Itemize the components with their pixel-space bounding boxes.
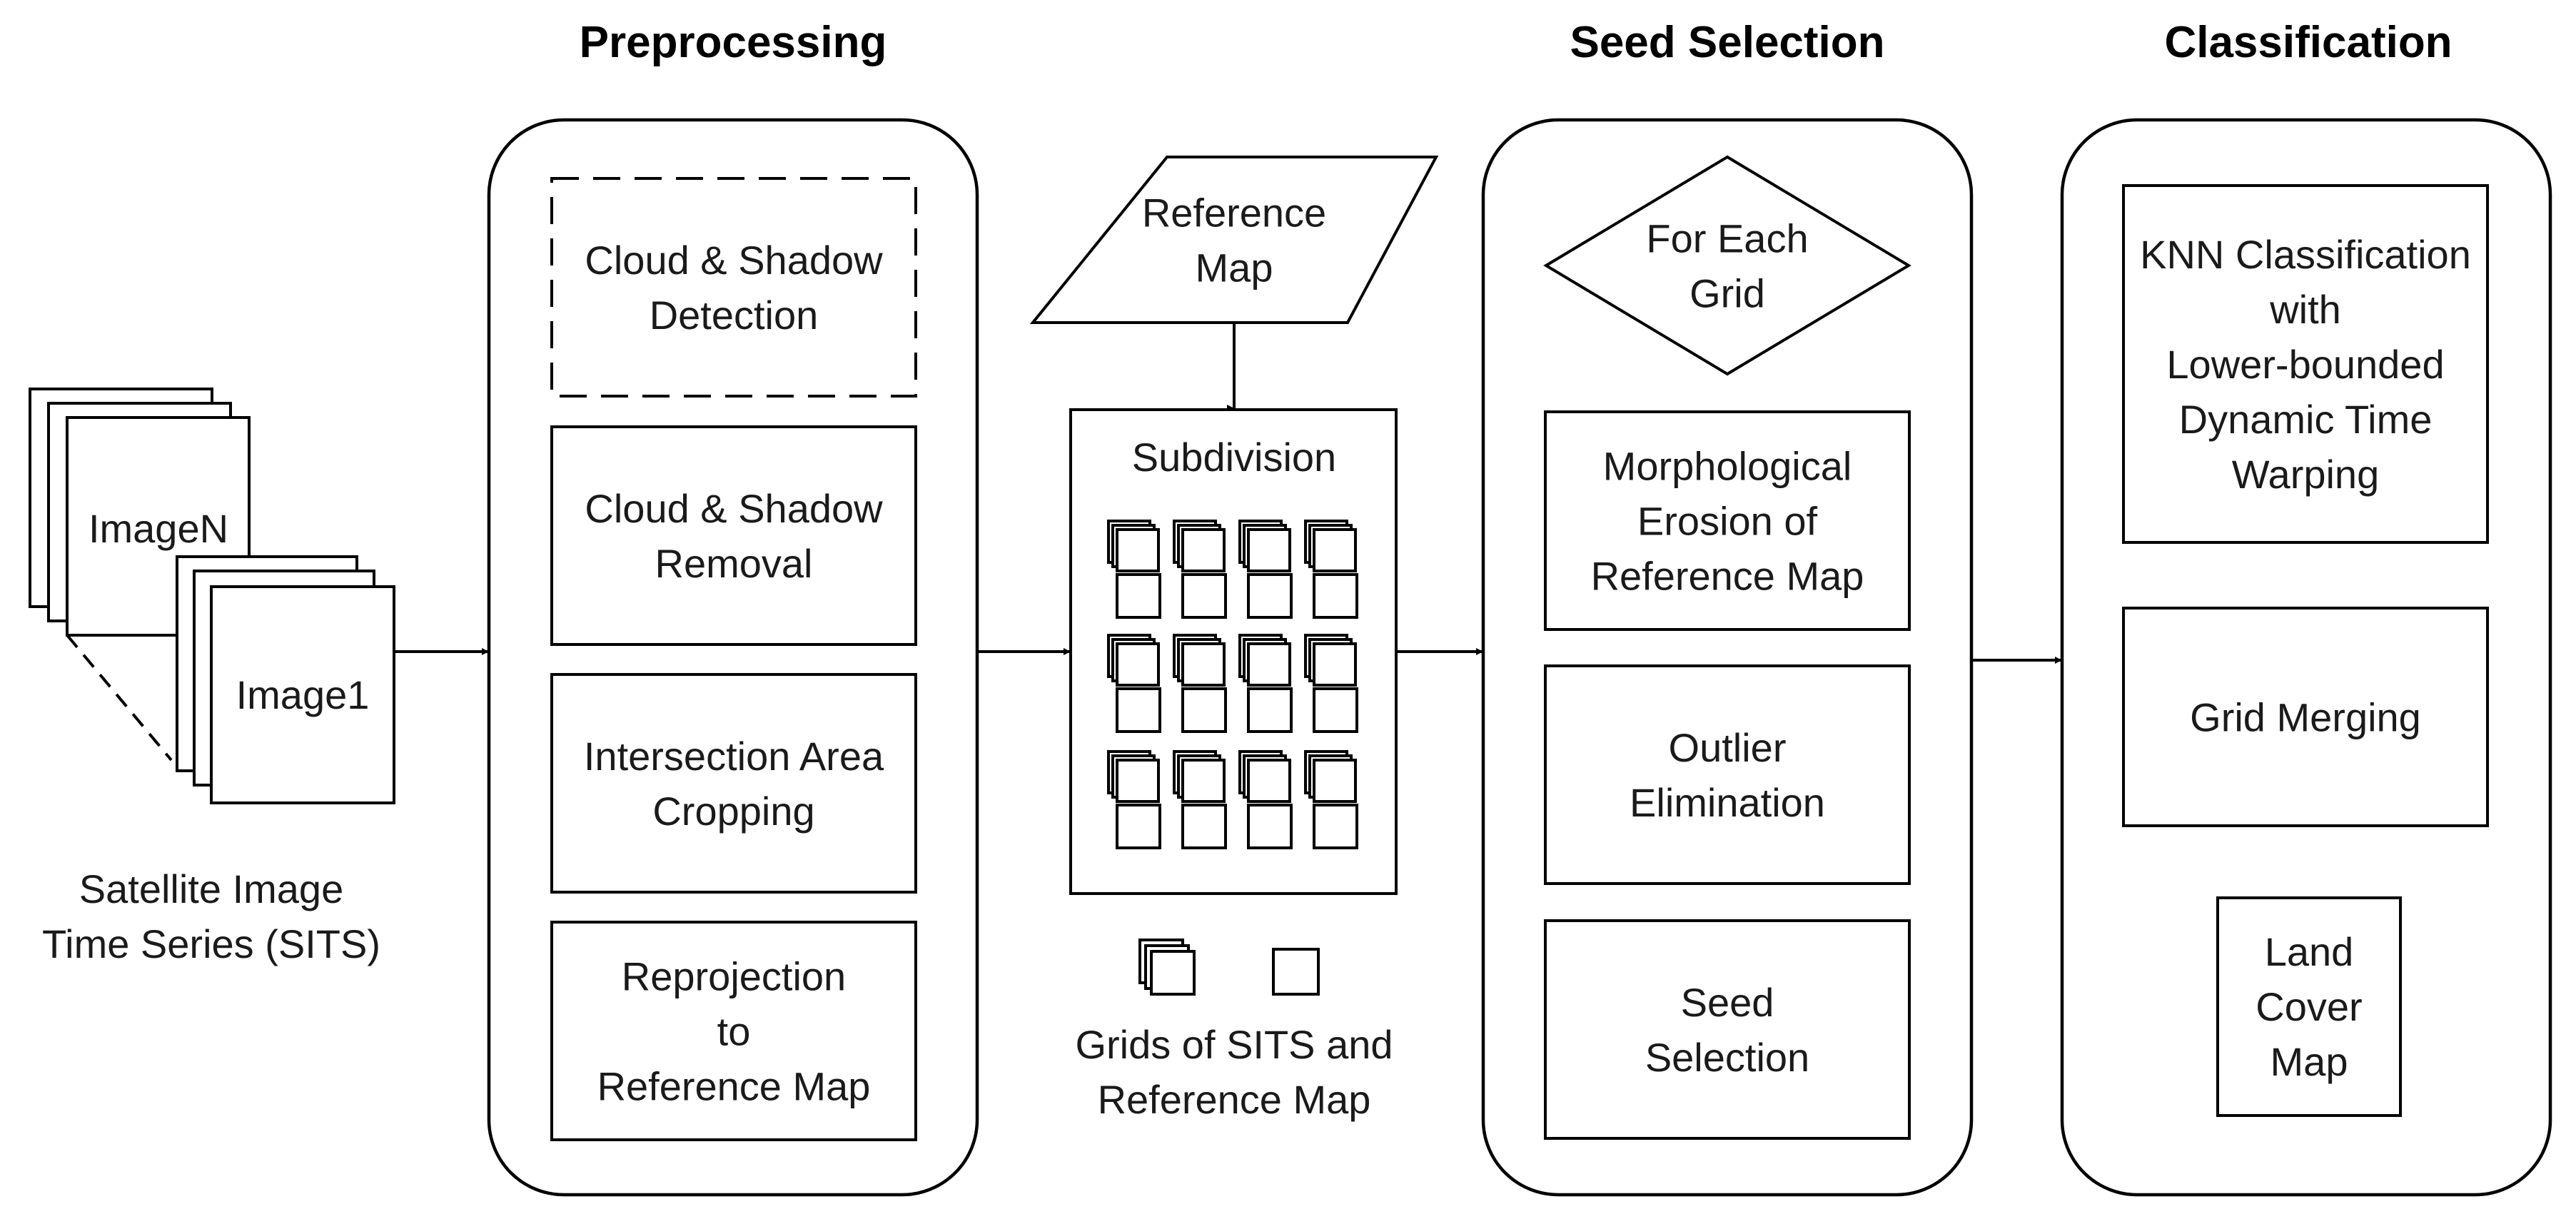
seed-selection-step-label: Erosion of <box>1637 499 1818 544</box>
classification-steps: KNN Classification withLower-boundedDynam… <box>2122 184 2489 1117</box>
preprocessing-step-box <box>550 425 917 646</box>
land-cover-map-label: Map <box>2271 1039 2348 1084</box>
sits-grid-stack <box>1304 520 1357 572</box>
seed-selection-step-label: Outlier <box>1669 725 1787 770</box>
classification-step-label: KNN Classification <box>2140 232 2471 277</box>
heading-classification: Classification <box>2164 18 2452 67</box>
reference-grid-cell <box>1247 687 1293 733</box>
decision-text: For Each <box>1646 216 1808 261</box>
seed-selection-step-box <box>1544 919 1911 1140</box>
preprocessing-step-label: Cropping <box>652 789 814 834</box>
sits-grid-stack <box>1238 634 1291 687</box>
reference-grid-cell <box>1116 687 1161 733</box>
preprocessing-step-label: Removal <box>655 541 813 586</box>
sits-grid-stack <box>1238 520 1291 572</box>
preprocessing-step-label: Reprojection <box>622 954 846 999</box>
heading-seed-selection: Seed Selection <box>1570 18 1884 67</box>
reference-grid-cell <box>1313 804 1358 849</box>
subdivision-title: Subdivision <box>1132 435 1336 480</box>
legend-line2: Reference Map <box>1098 1077 1371 1122</box>
image-1-label: Image1 <box>236 672 370 717</box>
reference-map-input <box>1029 156 1439 324</box>
legend-line1: Grids of SITS and <box>1075 1022 1393 1067</box>
sits-grid-stack <box>1173 520 1226 572</box>
sits-grid-stack <box>1304 750 1357 803</box>
classification-step-box <box>2122 184 2489 544</box>
preprocessing-step-box <box>550 177 917 398</box>
image-n-label: ImageN <box>89 506 228 551</box>
reference-map-text: Reference <box>1142 191 1326 236</box>
classification-step-label: Dynamic Time <box>2179 397 2433 442</box>
preprocessing-step-label: Cloud & Shadow <box>585 238 883 283</box>
reference-grid-cell <box>1116 804 1161 849</box>
classification-step-label: Lower-bounded <box>2166 342 2444 387</box>
for-each-grid-decision <box>1543 155 1911 376</box>
reference-grid-cell <box>1181 573 1227 619</box>
preprocessing-step-label: Intersection Area <box>584 734 884 779</box>
reference-grid-cell <box>1313 687 1358 733</box>
sits-grid-legend-icon <box>1138 939 1196 996</box>
land-cover-map-label: Cover <box>2256 984 2362 1029</box>
sits-grid-stack <box>1107 520 1160 572</box>
sits-grid-stack <box>1304 634 1357 687</box>
reference-grid-cell <box>1247 573 1293 619</box>
seed-selection-step-label: Morphological <box>1603 444 1852 489</box>
classification-step-label: Grid Merging <box>2190 695 2421 740</box>
classification-step-label: with <box>2269 287 2341 332</box>
sits-grid-stack <box>1107 750 1160 803</box>
sits-caption-line2: Time Series (SITS) <box>42 921 380 966</box>
heading-preprocessing: Preprocessing <box>580 18 887 67</box>
seed-selection-step-box <box>1544 664 1911 885</box>
classification-step-label: Warping <box>2232 452 2379 497</box>
sits-grid-stack <box>1173 634 1226 687</box>
seed-selection-step-label: Selection <box>1645 1035 1809 1080</box>
preprocessing-step-label: Reference Map <box>597 1064 871 1109</box>
land-cover-map-output <box>2216 896 2402 1117</box>
preprocessing-step-box <box>550 921 917 1141</box>
land-cover-map-label: Land <box>2265 929 2354 974</box>
reference-grid-cell <box>1181 804 1227 849</box>
grid-legend: Grids of SITS and Reference Map <box>1075 939 1393 1122</box>
grid-icons <box>1107 520 1358 849</box>
reference-map-text: Map <box>1196 246 1273 290</box>
sits-caption-line1: Satellite Image <box>79 866 343 911</box>
reference-grid-cell <box>1313 573 1358 619</box>
preprocessing-step-box <box>550 673 917 894</box>
reference-grid-cell <box>1181 687 1227 733</box>
sits-grid-stack <box>1238 750 1291 803</box>
seed-selection-step-label: Elimination <box>1630 780 1825 825</box>
preprocessing-step-label: Detection <box>650 293 819 338</box>
sits-grid-stack <box>1173 750 1226 803</box>
reference-grid-cell <box>1247 804 1293 849</box>
seed-selection-step-label: Reference Map <box>1591 554 1864 599</box>
sits-image-stack: ImageN Image1 <box>29 388 395 804</box>
preprocessing-step-label: Cloud & Shadow <box>585 486 883 531</box>
reference-grid-cell <box>1116 573 1161 619</box>
sits-grid-stack <box>1107 634 1160 687</box>
reference-grid-legend-icon <box>1272 948 1320 996</box>
seed-selection-step-label: Seed <box>1681 980 1774 1025</box>
classification-step-box <box>2122 607 2489 827</box>
decision-text: Grid <box>1689 271 1765 316</box>
seed-selection-step-box <box>1544 410 1911 631</box>
preprocessing-step-label: to <box>717 1009 751 1054</box>
